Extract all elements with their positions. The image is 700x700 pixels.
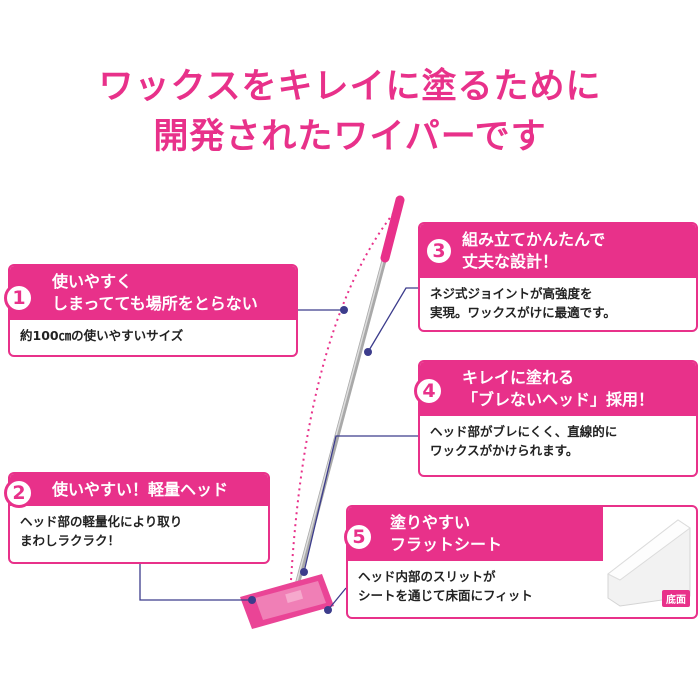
feature-card-2: 使いやすい！軽量ヘッド ヘッド部の軽量化により取り まわしラクラク！ (8, 472, 270, 564)
flat-sheet-illustration: 底面 (606, 518, 692, 610)
headline-line-1: ワックスをキレイに塗るために (98, 67, 602, 107)
feature-card-4: キレイに塗れる 「ブレないヘッド」採用！ ヘッド部がブレにくく、直線的に ワック… (418, 360, 698, 477)
wiper-grip (380, 195, 405, 263)
headline-line-2: 開発されたワイパーです (153, 117, 547, 157)
feature-1-title: 使いやすく しまってても場所をとらない (10, 266, 296, 320)
leader-5 (327, 587, 347, 611)
feature-3-body: ネジ式ジョイントが高強度を 実現。ワックスがけに最適です。 (430, 286, 616, 320)
leader-2 (139, 564, 252, 601)
feature-4-title: キレイに塗れる 「ブレないヘッド」採用！ (420, 362, 696, 416)
leader-3 (367, 287, 418, 353)
sheet-bottom-label: 底面 (662, 590, 690, 607)
feature-2-number-badge: 2 (4, 478, 34, 508)
feature-2-body: ヘッド部の軽量化により取り まわしラクラク！ (20, 514, 183, 548)
feature-1-body: 約100㎝の使いやすいサイズ (20, 328, 184, 343)
feature-card-1: 使いやすく しまってても場所をとらない 約100㎝の使いやすいサイズ (8, 264, 298, 357)
leader-4 (303, 435, 418, 573)
feature-4-number-badge: 4 (414, 376, 444, 406)
feature-4-body: ヘッド部がブレにくく、直線的に ワックスがかけられます。 (430, 424, 618, 458)
feature-3-number-badge: 3 (424, 236, 454, 266)
flat-sheet-icon (607, 519, 691, 607)
feature-2-title: 使いやすい！軽量ヘッド (10, 474, 268, 506)
feature-5-number-badge: 5 (344, 522, 374, 552)
feature-1-number-badge: 1 (4, 283, 34, 313)
wiper-handle (290, 209, 400, 603)
feature-5-body: ヘッド内部のスリットが シートを通じて床面にフィット (358, 569, 533, 603)
feature-5-title: 塗りやすい フラットシート (348, 507, 603, 561)
feature-3-title: 組み立てかんたんで 丈夫な設計！ (420, 224, 696, 278)
feature-card-3: 組み立てかんたんで 丈夫な設計！ ネジ式ジョイントが高強度を 実現。ワックスがけ… (418, 222, 698, 332)
